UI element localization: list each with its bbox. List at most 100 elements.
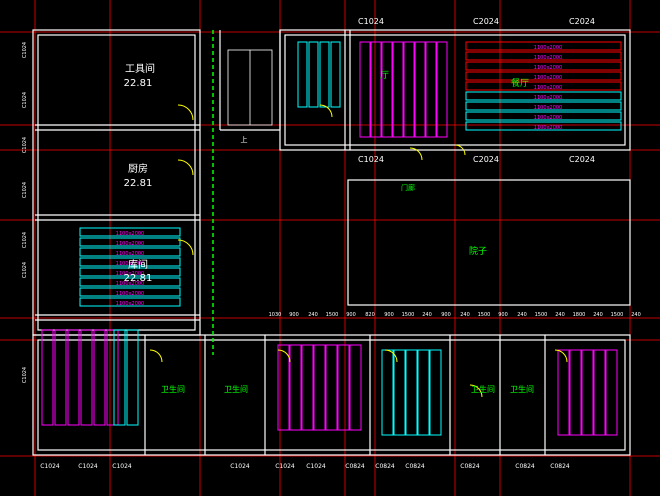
- hall-label: 厅: [380, 70, 389, 81]
- bed: [405, 349, 418, 436]
- bed: [289, 344, 302, 431]
- window-label: C1024: [112, 463, 132, 470]
- window-label: C1024: [230, 463, 250, 470]
- bed-size-label: 1100x2000: [534, 65, 562, 71]
- bed-size-label: 1100x2000: [534, 125, 562, 131]
- dimension-label: 1800: [573, 312, 586, 318]
- dimension-label: 1500: [611, 312, 624, 318]
- window-label: C1024: [22, 42, 28, 58]
- bed: [93, 329, 106, 426]
- wc-label-1: 卫生间: [161, 384, 185, 394]
- window-label: C1024: [358, 155, 384, 164]
- bed: [301, 344, 314, 431]
- kitchen-name: 厨房: [128, 162, 148, 175]
- bed: [393, 349, 406, 436]
- bed: [557, 349, 570, 436]
- staircase: [227, 49, 273, 126]
- window-label: C1024: [22, 232, 28, 248]
- bed-size-label: 1100x2000: [534, 95, 562, 101]
- walls: [32, 29, 631, 456]
- dimension-label: 900: [441, 312, 451, 318]
- bed-size-label: 1100x2000: [116, 281, 144, 287]
- door-swing: [409, 147, 423, 161]
- bed: [106, 329, 119, 426]
- bed-size-label: 1100x2000: [116, 261, 144, 267]
- door-swing: [277, 349, 291, 363]
- bed: [79, 277, 181, 287]
- window-label: C0824: [375, 463, 395, 470]
- bed: [79, 247, 181, 257]
- tool-room-area: 22.81: [124, 78, 153, 89]
- window-label: C1024: [358, 17, 384, 26]
- bed: [79, 227, 181, 237]
- warehouse-name: 库间: [128, 258, 148, 271]
- bed: [330, 41, 341, 108]
- bed-size-label: 1100x2000: [116, 251, 144, 257]
- dimension-label: 900: [346, 312, 356, 318]
- bed-size-label: 1100x2000: [116, 271, 144, 277]
- window-label: C2024: [473, 17, 499, 26]
- dimension-label: 900: [384, 312, 394, 318]
- window-label: C1024: [22, 137, 28, 153]
- bed-size-label: 1100x2000: [534, 55, 562, 61]
- door-swing: [554, 349, 568, 363]
- doors-layer: [149, 104, 568, 398]
- bed-size-label: 1100x2000: [116, 291, 144, 297]
- bed: [465, 91, 622, 101]
- bed-size-label: 1100x2000: [116, 231, 144, 237]
- window-label: C2024: [569, 17, 595, 26]
- bed: [313, 344, 326, 431]
- bed: [581, 349, 594, 436]
- bed: [465, 51, 622, 61]
- kitchen-area: 22.81: [124, 178, 153, 189]
- bottom-block-wall: [32, 334, 631, 456]
- bed: [465, 71, 622, 81]
- bed-size-label: 1100x2000: [534, 105, 562, 111]
- bed: [359, 41, 371, 138]
- bed-size-label: 1100x2000: [116, 301, 144, 307]
- bed: [308, 41, 319, 108]
- bed: [381, 41, 393, 138]
- furniture-layer: 1100x2000 1100x2000 1100x2000 1100x2000 1100…: [41, 41, 622, 436]
- bed: [79, 297, 181, 307]
- bed-size-label: 1100x2000: [534, 115, 562, 121]
- dimension-label: 1500: [326, 312, 339, 318]
- yard-outline: [347, 179, 631, 306]
- bed: [465, 61, 622, 71]
- window-label: C0824: [550, 463, 570, 470]
- bed: [593, 349, 606, 436]
- bed-size-label: 1100x2000: [534, 45, 562, 51]
- dimension-label: 1500: [402, 312, 415, 318]
- window-label: C1024: [78, 463, 98, 470]
- wc-label-4: 卫生间: [510, 384, 534, 394]
- bed: [417, 349, 430, 436]
- tool-room-name: 工具间: [125, 62, 155, 75]
- window-label: C0824: [460, 463, 480, 470]
- bed: [381, 349, 394, 436]
- dimension-label: 900: [498, 312, 508, 318]
- dimension-label: 240: [631, 312, 641, 318]
- dimension-label: 1030: [269, 312, 282, 318]
- bed: [277, 344, 290, 431]
- bed: [465, 41, 622, 51]
- window-label: C0824: [515, 463, 535, 470]
- stair-up-label: 上: [241, 135, 248, 144]
- window-label: C1024: [275, 463, 295, 470]
- door-swing: [149, 349, 163, 363]
- bed: [414, 41, 426, 138]
- bed-size-label: 1100x2000: [534, 75, 562, 81]
- bed: [436, 41, 448, 138]
- dimension-label: 240: [460, 312, 470, 318]
- bed: [569, 349, 582, 436]
- dimension-label: 1500: [478, 312, 491, 318]
- bed: [54, 329, 67, 426]
- bed: [349, 344, 362, 431]
- bed: [429, 349, 442, 436]
- meeting-label: 餐厅: [511, 77, 529, 89]
- left-wing-wall: [32, 29, 201, 336]
- bed: [113, 329, 126, 426]
